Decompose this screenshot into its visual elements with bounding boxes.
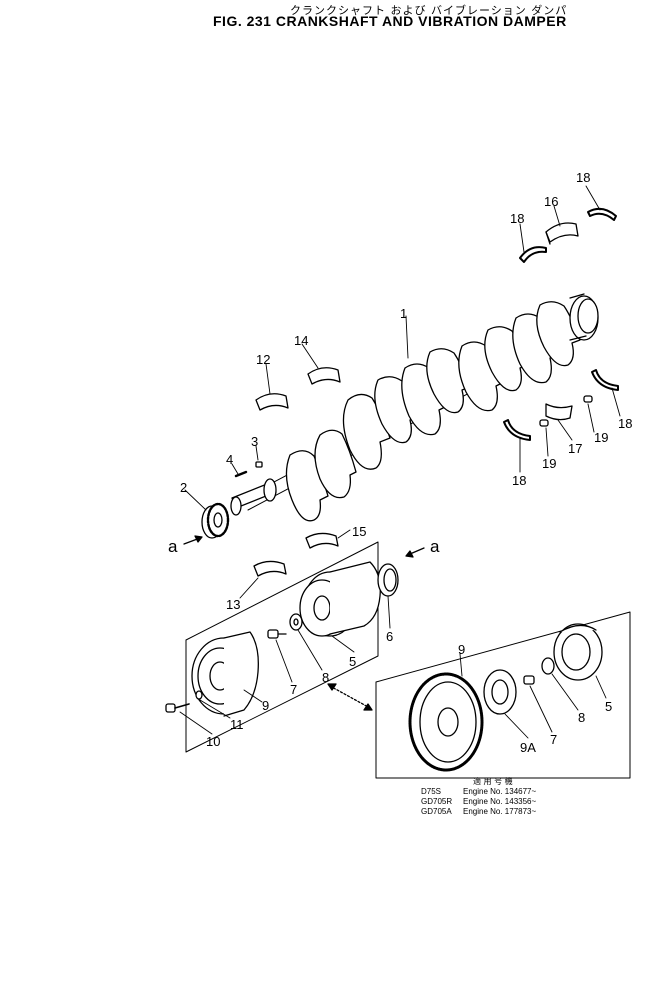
arrow-a-left: [183, 535, 203, 545]
callout-7-alt: 7: [550, 732, 557, 747]
callout-16: 16: [544, 194, 558, 209]
applicability-row: D75S Engine No. 134677~: [421, 787, 536, 797]
damper-9-alt: [408, 672, 484, 772]
callout-7: 7: [290, 682, 297, 697]
dowel-pin-19-right: [583, 395, 593, 403]
callout-15: 15: [352, 524, 366, 539]
leader-lines: [179, 185, 621, 739]
thrust-bearing-13: [253, 560, 287, 577]
callout-8: 8: [322, 670, 329, 685]
callout-5-alt: 5: [605, 699, 612, 714]
arrow-label-a-left: a: [168, 537, 178, 556]
callout-18-upper-right: 18: [576, 170, 590, 185]
main-bearing-upper: [545, 222, 579, 245]
washer-11: [195, 690, 203, 700]
thrust-bearing-upper-right: [587, 207, 617, 221]
double-arrow: [327, 683, 373, 711]
callout-11: 11: [230, 717, 244, 732]
main-bearing-lower: [545, 403, 573, 421]
callout-9-alt: 9: [458, 642, 465, 657]
applicability-row: GD705A Engine No. 177873~: [421, 807, 536, 817]
callout-12: 12: [256, 352, 270, 367]
applicability-table: 適 用 号 機 D75S Engine No. 134677~ GD705R Eng…: [421, 777, 536, 817]
washer-8: [289, 613, 303, 631]
callout-9a: 9A: [520, 740, 536, 755]
figure-title: FIG. 231 CRANKSHAFT AND VIBRATION DAMPER: [213, 13, 567, 29]
applicability-row: GD705R Engine No. 143356~: [421, 797, 536, 807]
thrust-bearing-upper-left: [519, 246, 547, 263]
callout-3: 3: [251, 434, 258, 449]
model-name: GD705A: [421, 807, 452, 816]
callout-2: 2: [180, 480, 187, 495]
callout-10: 10: [206, 734, 220, 749]
thrust-bearing-15: [305, 532, 339, 549]
callout-9: 9: [262, 698, 269, 713]
pulley-5: [299, 561, 381, 637]
thrust-bearing-lower-left: [503, 419, 531, 441]
callout-19-left: 19: [542, 456, 556, 471]
hub-9a: [483, 669, 517, 715]
callout-1: 1: [400, 306, 407, 321]
callout-14: 14: [294, 333, 308, 348]
engine-number: Engine No. 134677~: [463, 787, 537, 796]
engine-number: Engine No. 177873~: [463, 807, 537, 816]
callout-5: 5: [349, 654, 356, 669]
key-4: [234, 470, 248, 478]
main-bearing-12: [255, 393, 289, 411]
callout-13: 13: [226, 597, 240, 612]
bolt-7-alt: [523, 675, 535, 685]
figure-title-japanese: クランクシャフト および バイブレーション ダンパ: [290, 4, 568, 17]
damper-assembly-outline: [185, 541, 379, 753]
damper-9: [191, 631, 259, 717]
arrow-a-right: [405, 547, 425, 558]
washer-8-alt: [541, 657, 555, 675]
pin-3: [255, 461, 263, 468]
oil-seal-6: [377, 563, 399, 597]
bolt-7: [267, 629, 287, 639]
arrow-label-a-right: a: [430, 537, 440, 556]
callout-18-lower: 18: [512, 473, 526, 488]
bolt-10: [165, 703, 190, 713]
callout-8-alt: 8: [578, 710, 585, 725]
callout-6: 6: [386, 629, 393, 644]
model-name: D75S: [421, 787, 442, 796]
alternate-assembly-outline: [375, 611, 631, 779]
thrust-bearing-lower-right: [591, 369, 619, 391]
callout-18-upper-left: 18: [510, 211, 524, 226]
dowel-pin-19-left: [539, 419, 549, 427]
engine-number: Engine No. 143356~: [463, 797, 537, 806]
main-bearing-14: [307, 367, 341, 385]
callout-17: 17: [568, 441, 582, 456]
pulley-5-alt: [553, 623, 603, 681]
applicability-header: 適 用 号 機: [473, 777, 513, 786]
callout-19-right: 19: [594, 430, 608, 445]
model-name: GD705R: [421, 797, 453, 806]
callout-4: 4: [226, 452, 233, 467]
crankshaft-gear: [201, 502, 230, 539]
crankshaft: [230, 293, 599, 522]
callout-18-right: 18: [618, 416, 632, 431]
